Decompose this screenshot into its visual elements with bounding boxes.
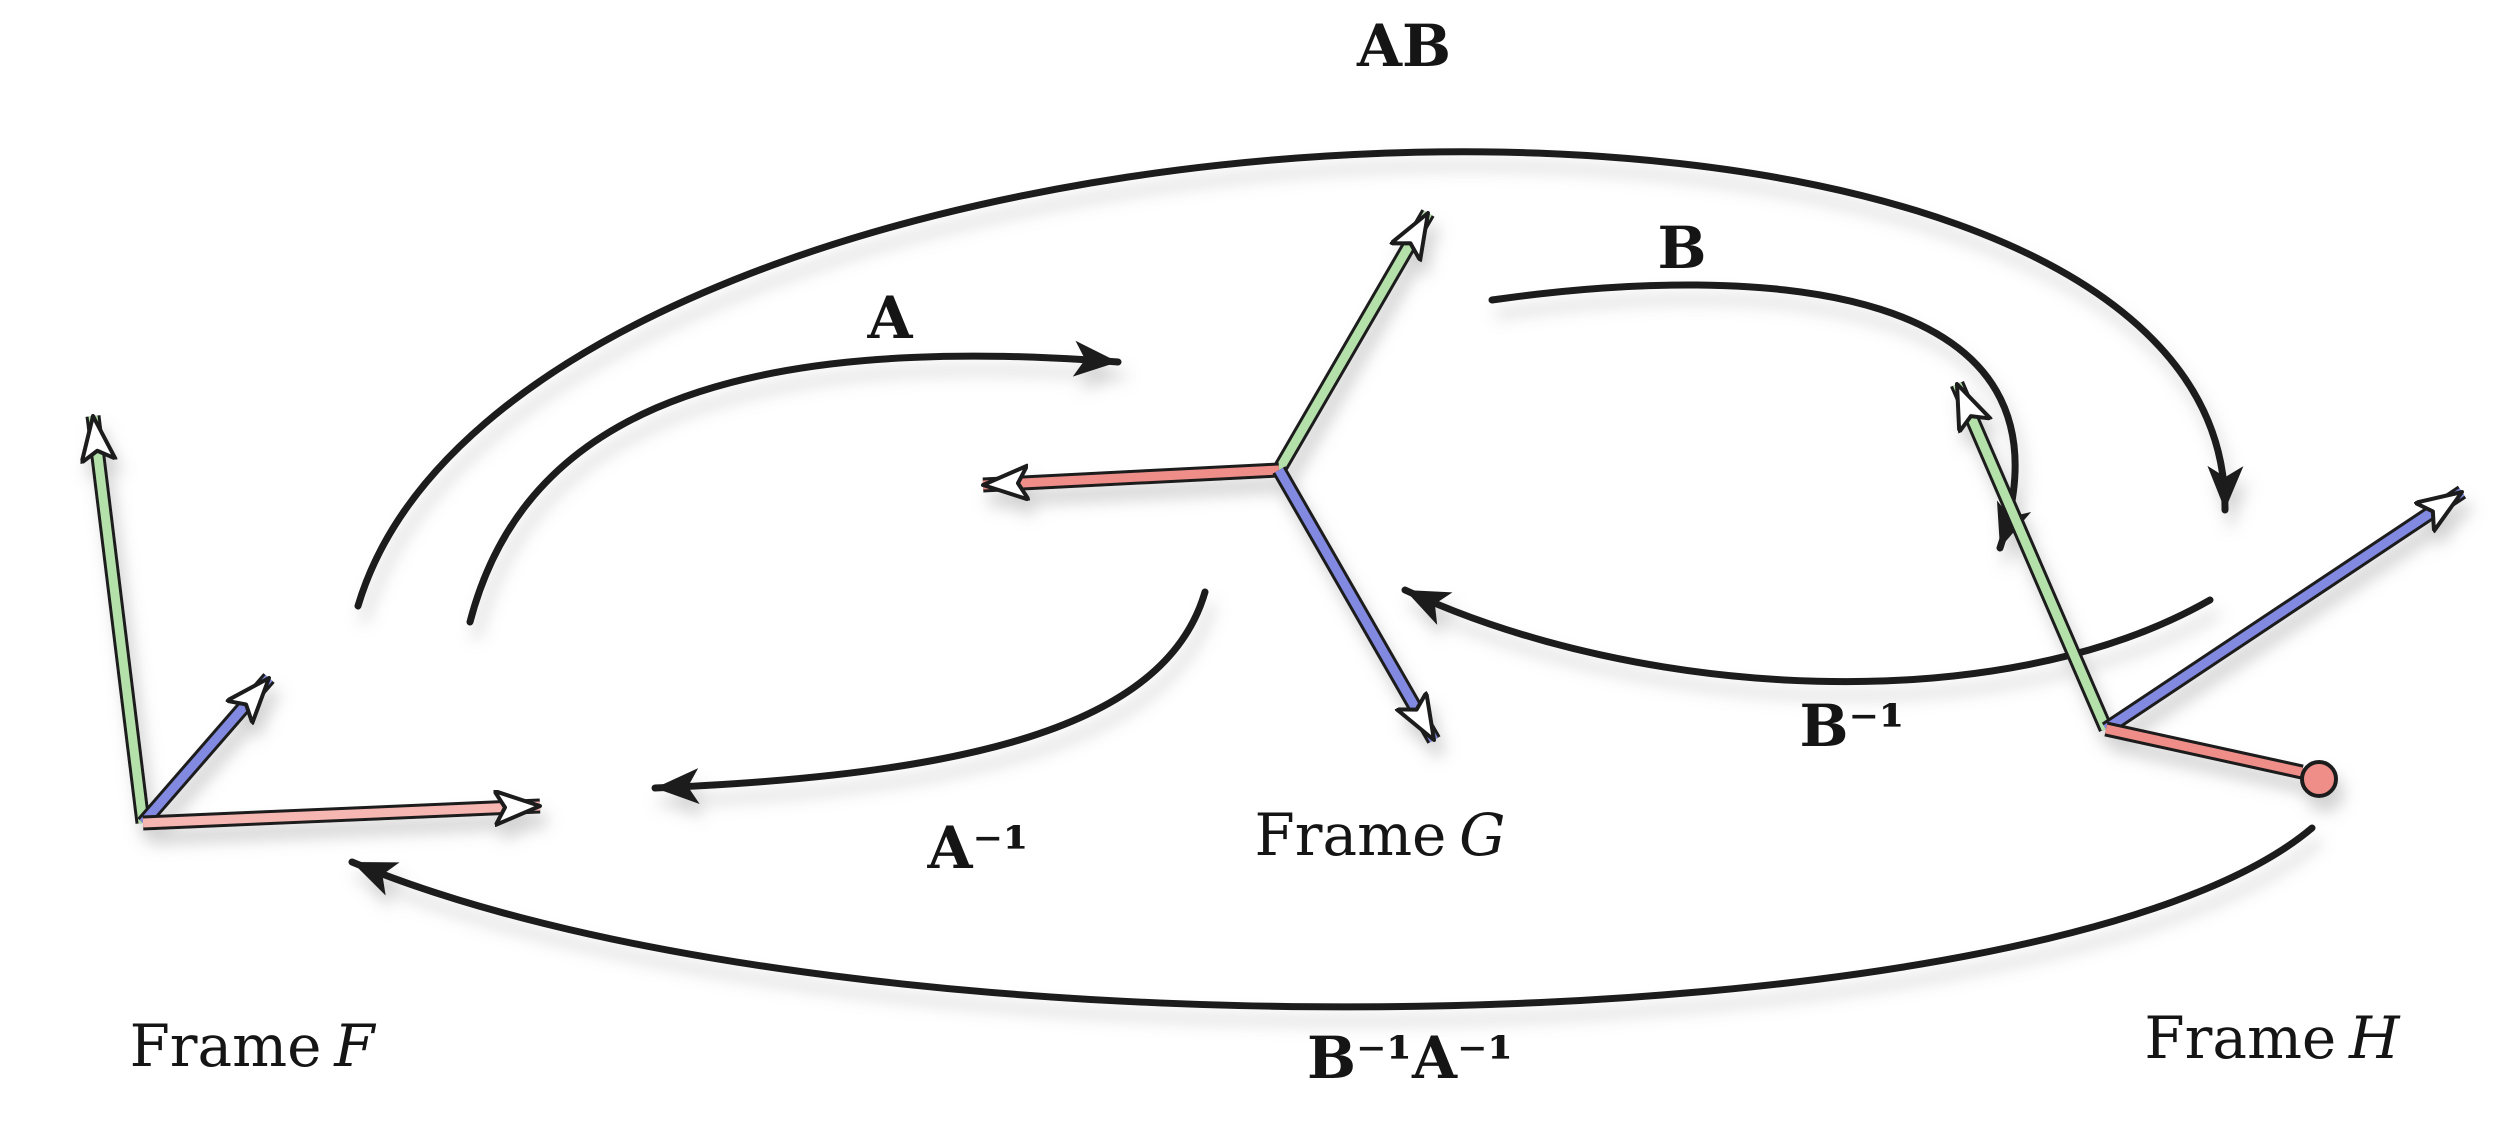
frame-f-axis-green [93,416,151,824]
arrow-ab-f-to-h [354,148,2244,610]
arrow-a-inverse-g-to-f [651,588,1209,805]
frame-f-label-letter: F [334,1012,375,1080]
frame-g-axis-red [983,462,1280,485]
frame-f-axis-red [142,806,540,831]
frame-h-axis-blue [2101,485,2467,736]
frame-h-axis-red-ball [2300,760,2338,798]
transform-arrows [348,148,2316,1011]
frame-h-axis-green [1950,381,2113,732]
label-a-inverse: A⁻¹ [927,814,1029,882]
frame-g-axis-green [1272,209,1435,474]
label-a: A [867,284,913,352]
label-ab: AB [1356,12,1452,80]
arrow-b-g-to-h [1488,281,2032,552]
arrow-b-inverse-a-inverse-h-to-f [348,824,2316,1011]
frame-h-axis-red [2104,721,2338,798]
arrow-a-f-to-g [466,340,1122,626]
frame-h-label-word: Frame [2144,1004,2337,1072]
frame-g-axis-blue [1272,466,1441,744]
frame-h-label-letter: H [2349,1004,2400,1072]
frame-f [93,416,540,831]
diagram-graphics [93,148,2467,1011]
label-b-inverse: B⁻¹ [1799,692,1905,760]
arrow-b-inverse-h-to-g [1401,586,2214,686]
frame-f-axis-blue [137,673,275,828]
label-b-inverse-a-inverse: B⁻¹A⁻¹ [1306,1024,1514,1092]
frame-g-label-letter: G [1459,801,1506,869]
frame-f-label-word: Frame [129,1012,322,1080]
label-b: B [1657,214,1707,282]
frame-g-label-word: Frame [1254,801,1447,869]
frame-g [983,209,1441,744]
frame-h [1950,381,2467,798]
